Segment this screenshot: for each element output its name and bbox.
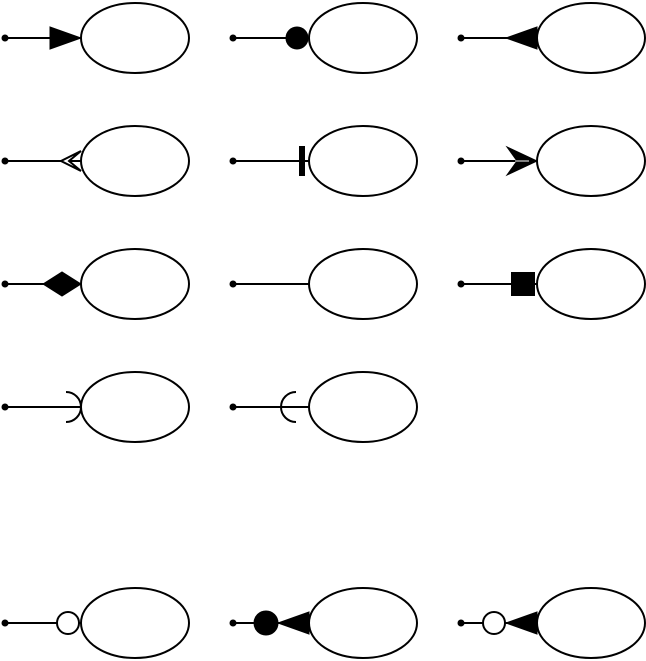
- connector-row2-col2-start-dot: [230, 158, 237, 165]
- connector-row5-col3-open-circle-marker: [483, 612, 505, 634]
- connector-row1-col1: [2, 3, 190, 73]
- connector-row1-col1-ellipse: [81, 3, 189, 73]
- connector-row5-col1-start-dot: [2, 620, 9, 627]
- connector-row4-col1-start-dot: [2, 404, 9, 411]
- connector-row3-col1-ellipse: [81, 249, 189, 319]
- connector-row5-col2-ellipse: [309, 588, 417, 658]
- connector-row5-col2: [230, 588, 418, 658]
- connector-row3-col3-ellipse: [537, 249, 645, 319]
- connector-row1-col1-triangle-marker: [50, 27, 81, 49]
- connector-row4-col1-ellipse: [81, 372, 189, 442]
- connector-row4-col2: [230, 372, 418, 442]
- connector-row5-col1: [2, 588, 190, 658]
- connector-row1-col3-ellipse: [537, 3, 645, 73]
- connector-row1-col3-start-dot: [458, 35, 465, 42]
- connector-row2-col2-ellipse: [309, 126, 417, 196]
- connector-row5-col2-reverse-triangle-marker: [278, 612, 309, 634]
- connector-row2-col3-ellipse: [537, 126, 645, 196]
- connector-row1-col2-ellipse: [309, 3, 417, 73]
- connector-row2-col1-ellipse: [81, 126, 189, 196]
- connector-row1-col2-circle-marker: [286, 27, 308, 49]
- connector-row2-col1: [2, 126, 190, 196]
- connector-row5-col3-start-dot: [458, 620, 465, 627]
- connector-row3-col1: [2, 249, 190, 319]
- connector-row2-col2-bar-marker: [299, 146, 305, 176]
- connector-row3-col3-start-dot: [458, 281, 465, 288]
- connector-row3-col1-diamond-marker: [43, 272, 81, 296]
- connector-row2-col3-start-dot: [458, 158, 465, 165]
- connector-row5-col2-circle-marker: [254, 611, 278, 635]
- connector-row1-col2-start-dot: [230, 35, 237, 42]
- connector-row1-col3: [458, 3, 646, 73]
- connector-row3-col2-start-dot: [230, 281, 237, 288]
- connector-row1-col2: [230, 3, 418, 73]
- connector-row4-col1: [2, 372, 190, 442]
- connector-row2-col3: [458, 126, 646, 196]
- connector-row4-col2-start-dot: [230, 404, 237, 411]
- connector-row3-col2-ellipse: [309, 249, 417, 319]
- connector-row2-col1-start-dot: [2, 158, 9, 165]
- connector-row5-col3: [458, 588, 646, 658]
- connector-row3-col3: [458, 249, 646, 319]
- connector-row5-col3-ellipse: [537, 588, 645, 658]
- connector-row4-col2-ellipse: [309, 372, 417, 442]
- connector-row2-col2: [230, 126, 418, 196]
- connector-row5-col3-reverse-triangle-marker: [506, 612, 537, 634]
- connector-row3-col2: [230, 249, 418, 319]
- connector-row3-col3-square-marker: [511, 272, 535, 296]
- connector-row5-col1-ellipse: [81, 588, 189, 658]
- connector-row3-col1-start-dot: [2, 281, 9, 288]
- connector-row5-col2-start-dot: [230, 620, 237, 627]
- connector-row5-col1-open-circle-marker: [57, 612, 79, 634]
- connector-row1-col3-reverse-triangle-marker: [506, 27, 537, 49]
- connector-row1-col1-start-dot: [2, 35, 9, 42]
